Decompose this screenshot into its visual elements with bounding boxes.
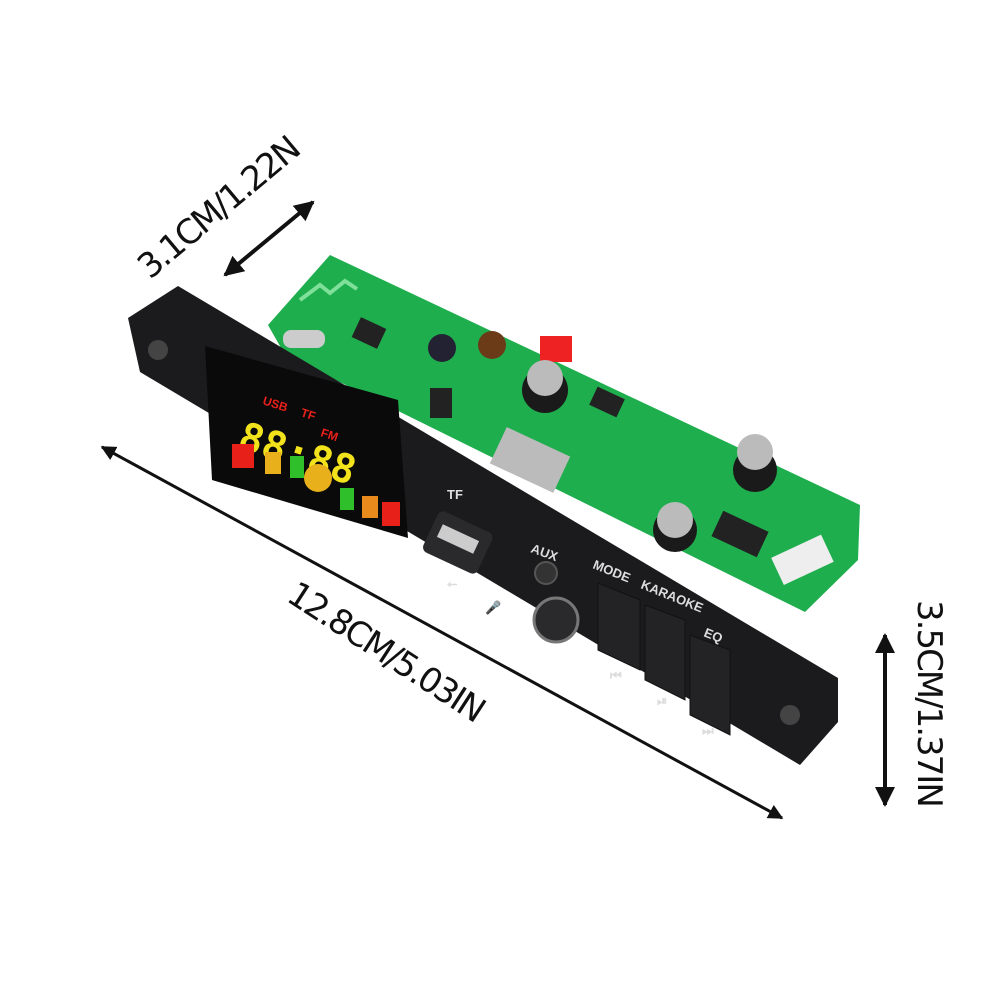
mount-hole — [148, 340, 168, 360]
length-label: 12.8CM/5.03IN — [280, 574, 491, 730]
mount-hole — [780, 705, 800, 725]
play-pause-button[interactable] — [644, 604, 686, 701]
play-pause-icon: ⏯ — [657, 693, 667, 708]
depth-label: 3.1CM/1.22N — [130, 129, 307, 287]
microphone-icon: 🎤 — [485, 599, 501, 615]
depth-arrow — [223, 200, 315, 277]
next-icon: ⏭ — [702, 723, 714, 738]
usb-icon: ⭠ — [447, 576, 458, 591]
next-button[interactable] — [689, 634, 731, 736]
aux-jack[interactable] — [534, 561, 558, 585]
height-label: 3.5CM/1.37IN — [909, 600, 949, 806]
mic-jack[interactable] — [532, 596, 580, 644]
tf-label: TF — [447, 487, 463, 502]
length-arrow — [100, 445, 784, 820]
tf-indicator: TF — [299, 406, 317, 424]
prev-icon: ⏮ — [610, 668, 622, 683]
fm-indicator: FM — [319, 426, 340, 445]
